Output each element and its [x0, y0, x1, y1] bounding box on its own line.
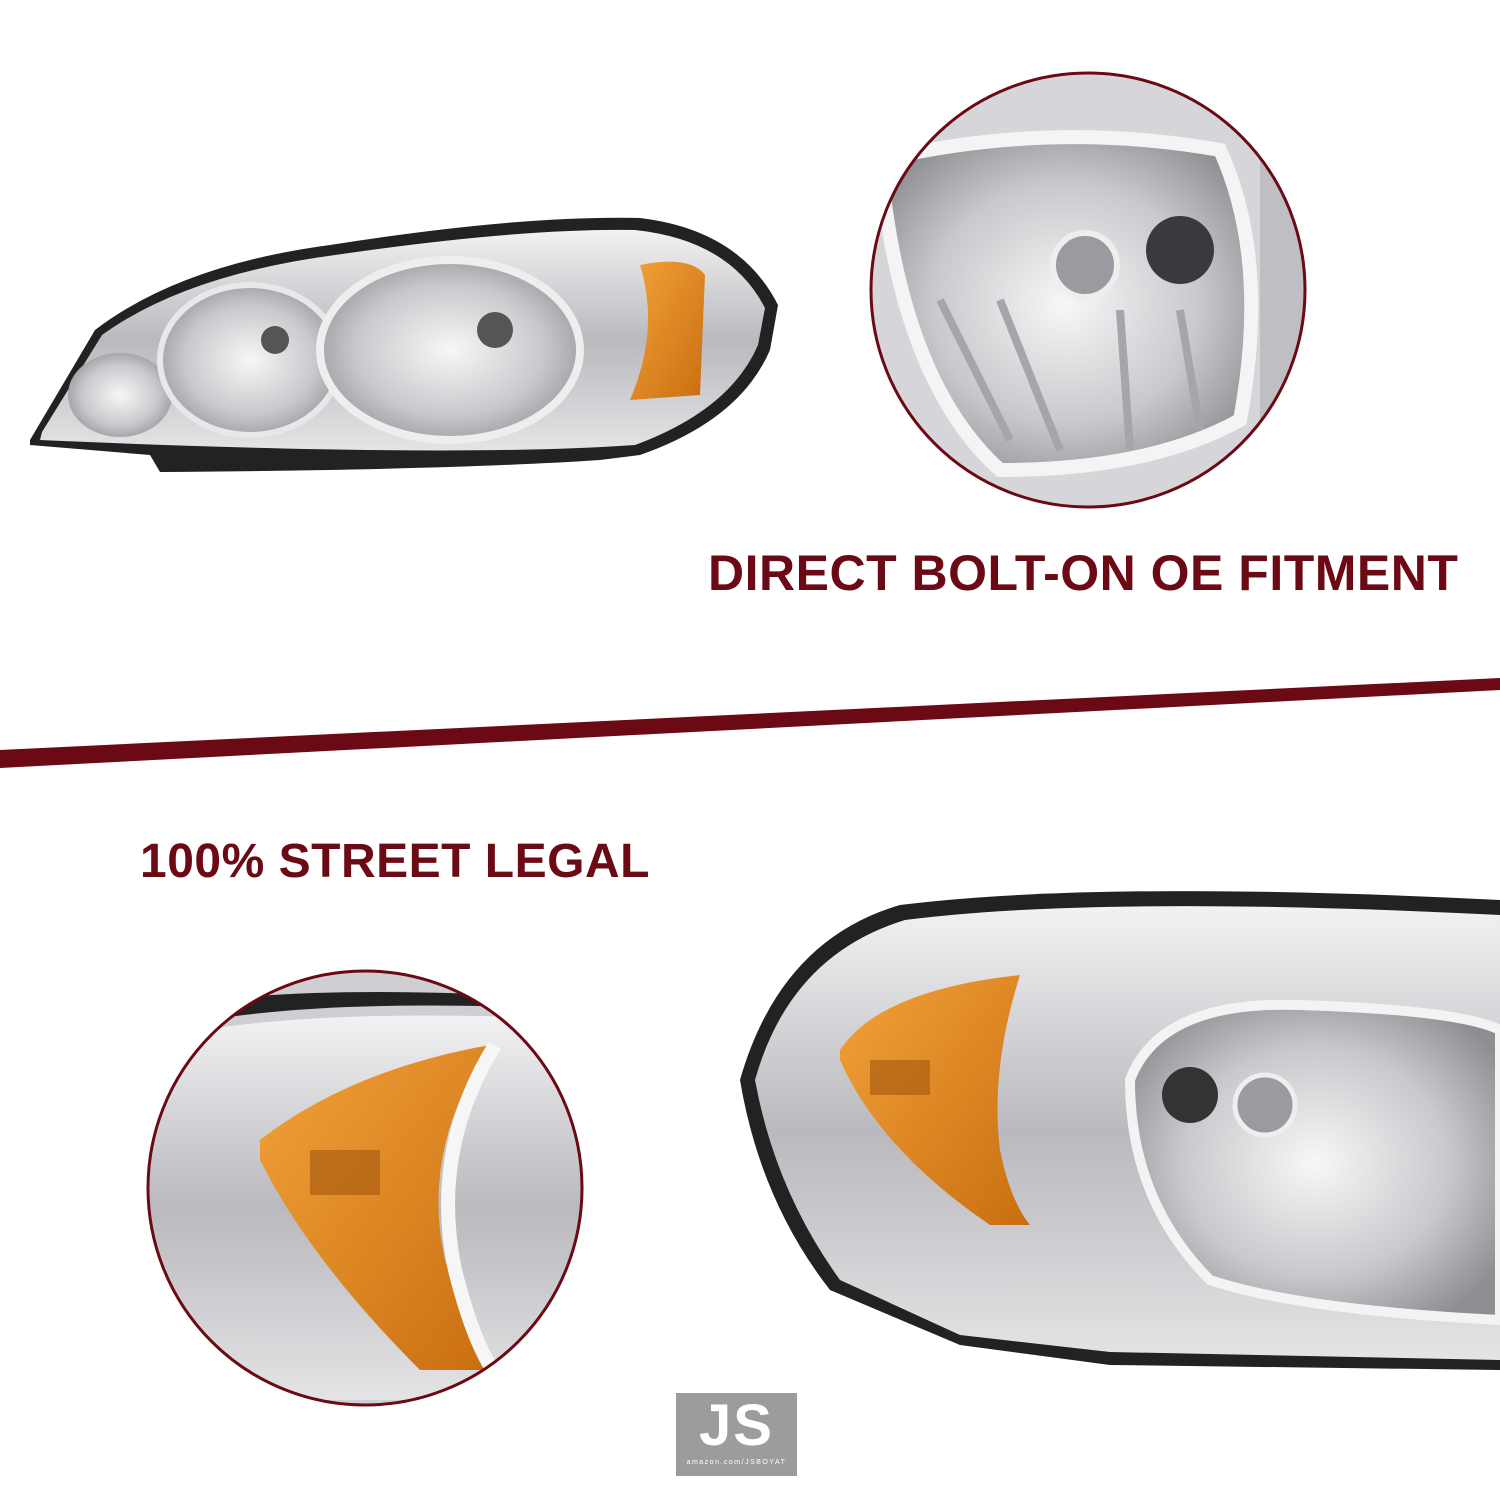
street-legal-headline: 100% STREET LEGAL [140, 835, 650, 888]
detail-circle-reflector [869, 71, 1307, 509]
divider-stripe [0, 678, 1500, 768]
detail-circle-amber-marker [146, 969, 584, 1407]
logo-url: amazon.com/JSBOYAT [686, 1459, 787, 1466]
logo-mark: JS [699, 1393, 774, 1458]
brand-logo: JS amazon.com/JSBOYAT [676, 1393, 797, 1476]
fitment-headline: DIRECT BOLT-ON OE FITMENT [708, 545, 1459, 601]
headlight-close-view [740, 891, 1500, 1370]
headlight-full-view [30, 217, 778, 472]
